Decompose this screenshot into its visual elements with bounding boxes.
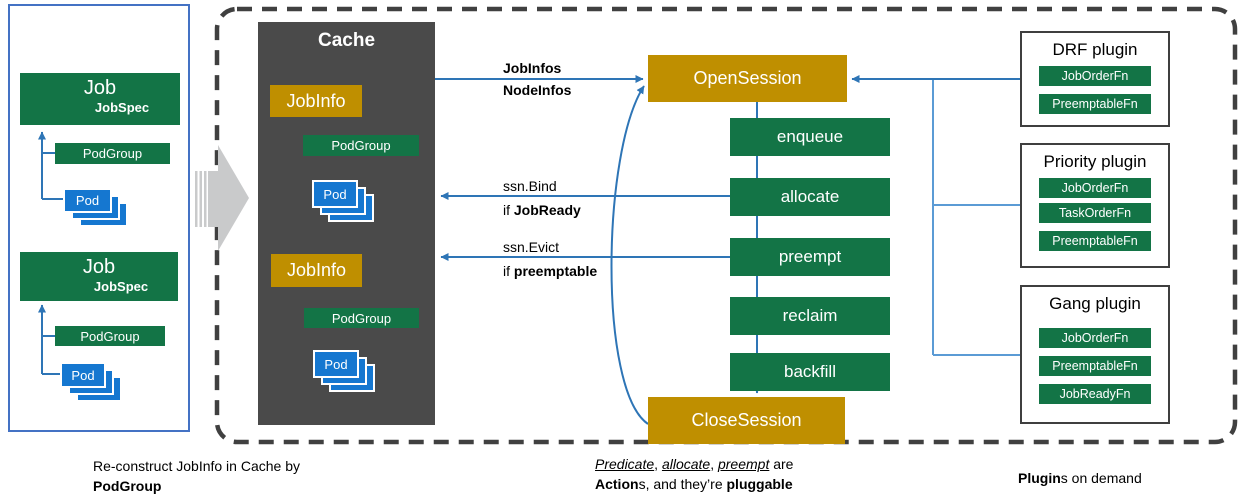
fn-joborderfn: JobOrderFn — [1039, 66, 1151, 86]
action-allocate: allocate — [730, 178, 890, 216]
action-reclaim: reclaim — [730, 297, 890, 335]
preemptable-text: preemptable — [513, 263, 598, 279]
action-preempt: preempt — [730, 238, 890, 276]
predicate-text: Predicate — [595, 456, 655, 472]
jobinfos-label: JobInfos — [503, 60, 562, 76]
actions-caption: Predicate, allocate, preempt are Actions… — [595, 454, 793, 494]
drf-plugin-title: DRF plugin — [1052, 40, 1138, 59]
jobinfo-node-1: JobInfo — [270, 85, 362, 117]
fn-preemptablefn: PreemptableFn — [1039, 231, 1151, 251]
fn-joborderfn: JobOrderFn — [1039, 178, 1151, 198]
jobinfo-node-2: JobInfo — [271, 254, 362, 287]
pod-node-1: Pod — [63, 188, 112, 213]
close-to-open-curve — [610, 85, 649, 425]
job-spec-label: JobSpec — [94, 100, 150, 115]
pod-stack-2: Pod — [60, 362, 122, 402]
cache-pod-stack-1: Pod — [312, 180, 374, 222]
ssn-evict-condition: if preemptable — [503, 263, 597, 280]
podgroup-node-2: PodGroup — [55, 326, 165, 346]
job-spec-label: JobSpec — [93, 279, 149, 294]
k8s-objects-panel — [8, 4, 190, 432]
close-session-node: CloseSession — [648, 397, 845, 444]
cache-pod-1: Pod — [312, 180, 358, 208]
mid-text: s, and they’re — [638, 476, 727, 492]
jobready-text: JobReady — [513, 202, 581, 218]
cache-podgroup-2: PodGroup — [304, 308, 419, 328]
pluggable-text: pluggable — [726, 476, 793, 492]
gang-plugin-title: Gang plugin — [1049, 294, 1141, 313]
gang-plugin-box: Gang plugin JobOrderFn PreemptableFn Job… — [1020, 285, 1170, 424]
job-title: Job — [83, 77, 117, 99]
pod-node-2: Pod — [60, 362, 106, 388]
job-node-1: Job JobSpec — [20, 73, 180, 125]
actions-caption-line2: Actions, and they’re pluggable — [595, 474, 793, 494]
allocate-text: allocate — [661, 456, 711, 472]
priority-plugin-title: Priority plugin — [1043, 152, 1147, 171]
fn-joborderfn: JobOrderFn — [1039, 328, 1151, 348]
big-transform-arrow — [195, 145, 249, 251]
open-session-node: OpenSession — [648, 55, 847, 102]
plugins-caption: Plugins on demand — [1018, 468, 1142, 488]
podgroup-node-1: PodGroup — [55, 143, 170, 164]
fn-preemptablefn: PreemptableFn — [1039, 94, 1151, 114]
action-backfill: backfill — [730, 353, 890, 391]
cache-title: Cache — [317, 30, 376, 51]
are-text: are — [769, 456, 794, 472]
left-job1-connector — [38, 131, 63, 200]
priority-plugin-box: Priority plugin JobOrderFn TaskOrderFn P… — [1020, 143, 1170, 268]
nodeinfos-label: NodeInfos — [503, 82, 572, 98]
ssn-bind-label: ssn.Bind — [503, 178, 557, 194]
preempt-text: preempt — [717, 456, 770, 472]
sep: , — [654, 456, 662, 472]
fn-taskorderfn: TaskOrderFn — [1039, 203, 1151, 223]
cache-pod-2: Pod — [313, 350, 359, 378]
ssn-bind-condition: if JobReady — [503, 202, 581, 219]
drf-plugin-box: DRF plugin JobOrderFn PreemptableFn — [1020, 31, 1170, 127]
fn-preemptablefn: PreemptableFn — [1039, 356, 1151, 376]
action-text: Action — [595, 476, 639, 492]
if-text: if — [503, 202, 514, 218]
cache-caption-line1: Re-construct JobInfo in Cache by — [93, 458, 300, 474]
cache-caption: Re-construct JobInfo in Cache by PodGrou… — [93, 456, 300, 496]
job-title: Job — [82, 256, 116, 278]
ssn-evict-label: ssn.Evict — [503, 239, 560, 255]
left-job2-connector — [38, 304, 60, 375]
sep: , — [710, 456, 718, 472]
cache-caption-line2: PodGroup — [93, 478, 162, 494]
cache-pod-stack-2: Pod — [313, 350, 375, 392]
if-text: if — [503, 263, 514, 279]
plugin-text: Plugin — [1018, 470, 1061, 486]
cache-podgroup-1: PodGroup — [303, 135, 419, 156]
on-demand-text: s on demand — [1060, 470, 1142, 486]
action-enqueue: enqueue — [730, 118, 890, 156]
actions-caption-line1: Predicate, allocate, preempt are — [595, 454, 793, 474]
fn-jobreadyfn: JobReadyFn — [1039, 384, 1151, 404]
job-node-2: Job JobSpec — [20, 252, 178, 301]
pod-stack-1: Pod — [63, 188, 128, 227]
